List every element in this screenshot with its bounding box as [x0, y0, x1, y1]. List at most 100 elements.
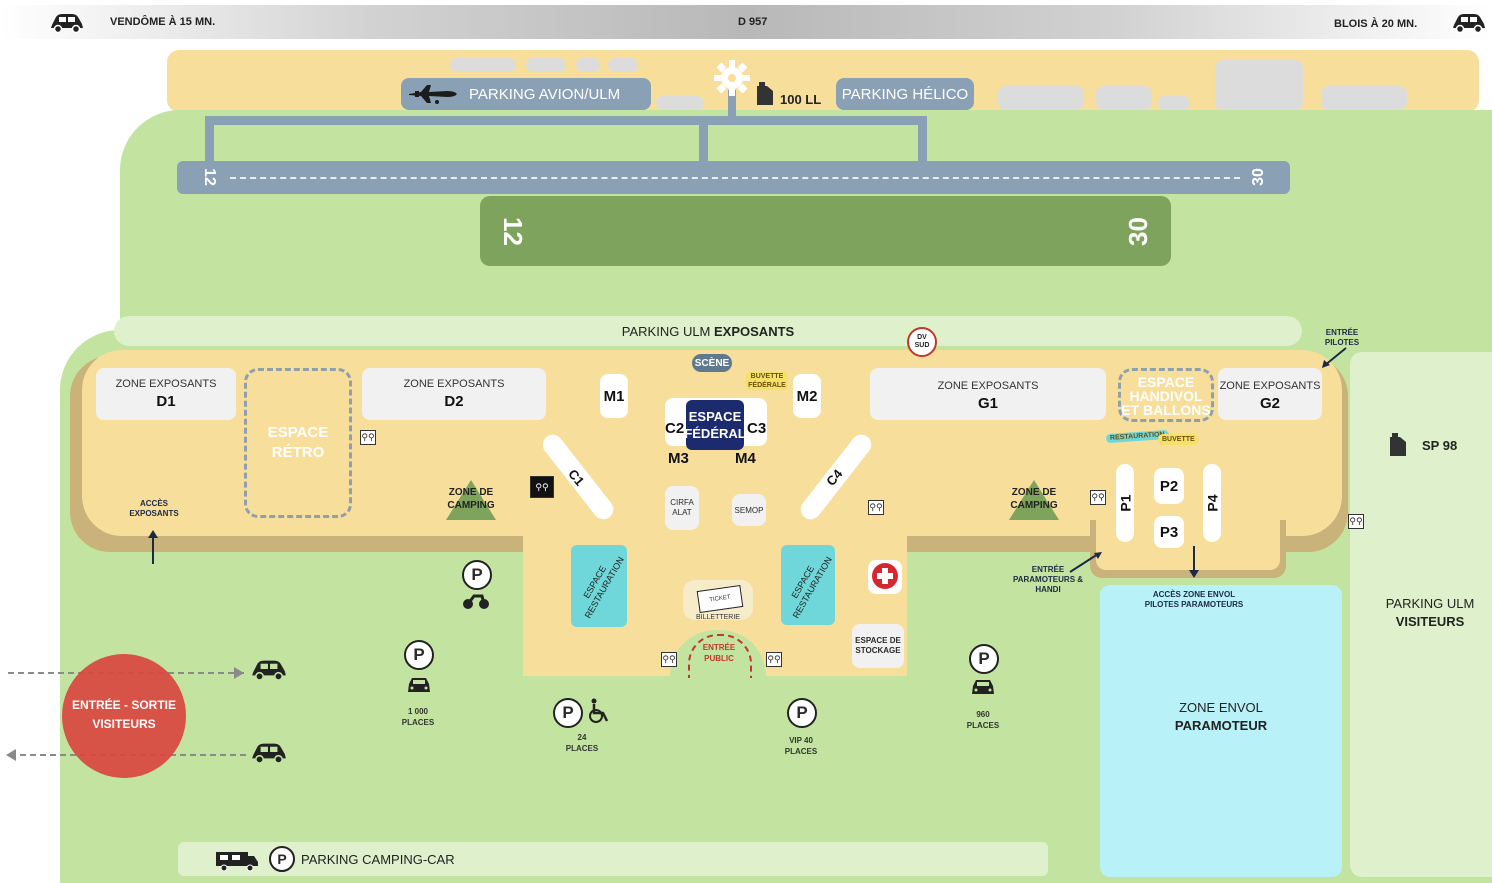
- entree-pilotes: ENTRÉE PILOTES: [1324, 328, 1360, 347]
- entrance-arch-outline: [688, 634, 752, 678]
- tent-icon: [446, 480, 496, 520]
- road-d957-bar: [0, 5, 1492, 39]
- zone-g2-code: G2: [1259, 395, 1280, 412]
- hangar: [656, 96, 704, 110]
- parking-moto-sign: P: [462, 560, 492, 590]
- toilets-icon: ⚲⚲: [360, 430, 376, 445]
- parking-ulm-visiteurs-label: PARKING ULM: [1385, 596, 1475, 611]
- p1-label: P1: [1117, 494, 1134, 512]
- p2-label: P2: [1159, 477, 1179, 495]
- entree-public-label: ENTRÉE PUBLIC: [702, 643, 736, 663]
- stand-p4: [1203, 464, 1221, 542]
- parking-vip-sign: P: [787, 698, 817, 728]
- c2-label: C2: [665, 420, 685, 437]
- parking-helico: PARKING HÉLICO: [836, 78, 974, 110]
- places-960-unit: PLACES: [966, 721, 1000, 730]
- blois-distance: BLOIS À 20 MN.: [1334, 18, 1418, 30]
- zone-g1-label: ZONE EXPOSANTS: [937, 380, 1039, 392]
- espace-retro: ESPACE RÉTRO: [244, 368, 352, 518]
- espace-stockage: ESPACE DE STOCKAGE: [852, 624, 904, 668]
- arrow-icon: [1322, 347, 1347, 368]
- acces-exposants: ACCÈS EXPOSANTS: [129, 499, 179, 518]
- runway-threshold-30: 30: [1249, 168, 1267, 186]
- places-1000-count: 1 000: [407, 707, 429, 716]
- fuel-can-icon: [1390, 433, 1406, 456]
- zone-exposants-d2: ZONE EXPOSANTS D2: [362, 368, 546, 420]
- stand-semop: SEMOP: [732, 494, 766, 526]
- hangar: [1158, 96, 1190, 110]
- taxiway: [205, 116, 214, 166]
- toilets-icon: ⚲⚲: [1348, 514, 1364, 529]
- fuel-can-icon: [757, 82, 773, 105]
- places-960-count: 960: [976, 710, 990, 719]
- parking-ulm-visiteurs: [1350, 352, 1492, 877]
- hangar: [1096, 86, 1152, 110]
- vendome-distance: VENDÔME À 15 MN.: [110, 16, 216, 28]
- arrow-left-icon: [6, 749, 16, 761]
- vip-count: VIP 40: [789, 736, 813, 745]
- parking-camping-car: [178, 842, 1048, 876]
- hangar: [1321, 86, 1407, 110]
- car-icon: [1453, 14, 1485, 33]
- zone-g2-label: ZONE EXPOSANTS: [1219, 380, 1321, 392]
- entree-paramoteurs: ENTRÉE PARAMOTEURS & HANDI: [1012, 565, 1084, 594]
- hangar: [608, 58, 638, 72]
- zone-camping-right: ZONE DE CAMPING: [1010, 487, 1058, 511]
- espace-federal: ESPACE FÉDÉRAL: [684, 400, 746, 450]
- m1-label: M1: [603, 387, 625, 405]
- arrow-icon: [1069, 552, 1102, 573]
- first-aid-icon: [872, 563, 898, 589]
- zone-d1-label: ZONE EXPOSANTS: [115, 378, 217, 390]
- toilets-icon: ⚲⚲: [868, 500, 884, 515]
- arrow-down-icon: [1189, 546, 1199, 578]
- dv-sud-badge: DV SUD: [907, 327, 937, 357]
- hangar: [526, 58, 566, 72]
- motorcycle-icon: [463, 594, 489, 609]
- stand-p1: [1116, 464, 1134, 542]
- zone-d2-label: ZONE EXPOSANTS: [403, 378, 505, 390]
- grass-runway-12: 12: [497, 217, 528, 246]
- zone-camping-left: ZONE DE CAMPING: [447, 487, 495, 511]
- tent-icon: [1009, 480, 1059, 520]
- car-icon: [51, 14, 83, 33]
- stand-cirfa: CIRFA ALAT: [665, 486, 699, 530]
- camper-van-icon: [216, 852, 258, 872]
- m2-label: M2: [796, 387, 818, 405]
- hangar: [450, 58, 516, 72]
- parking-camping-car-sign: P: [269, 846, 295, 872]
- places-24-unit: PLACES: [565, 744, 599, 753]
- paramoteur-label: PARAMOTEUR: [1174, 718, 1268, 733]
- hangar: [576, 58, 600, 72]
- parking-ulm-visiteurs-bold: VISITEURS: [1395, 614, 1465, 629]
- espace-handivol: ESPACE HANDIVOL ET BALLONS: [1118, 368, 1214, 422]
- hangar: [998, 86, 1084, 110]
- stand-p3: P3: [1154, 516, 1184, 548]
- car-front-icon: [972, 680, 994, 694]
- zone-d2-code: D2: [444, 393, 464, 410]
- taxiway: [918, 116, 927, 166]
- road-name: D 957: [738, 16, 768, 28]
- toilets-icon: ⚲⚲: [530, 476, 554, 498]
- toilets-icon: ⚲⚲: [1090, 490, 1106, 505]
- zone-d1-code: D1: [156, 393, 176, 410]
- parking-1000-sign: P: [404, 640, 434, 670]
- grass-runway-30: 30: [1122, 217, 1153, 246]
- zone-exposants-d1: ZONE EXPOSANTS D1: [96, 368, 236, 420]
- gear-icon: [714, 60, 750, 96]
- p3-label: P3: [1159, 523, 1179, 541]
- car-icon: [252, 660, 286, 681]
- parking-helico-label: PARKING HÉLICO: [841, 85, 969, 103]
- places-1000-unit: PLACES: [401, 718, 435, 727]
- parking-ulm-label: PARKING ULM: [621, 323, 711, 339]
- taxiway: [205, 116, 927, 125]
- buvette-small: BUVETTE: [1158, 434, 1199, 445]
- car-front-icon: [408, 678, 430, 692]
- wheelchair-icon: [589, 698, 609, 723]
- places-24-count: 24: [577, 733, 587, 742]
- parking-ulm-exposants-bold: EXPOSANTS: [714, 323, 795, 339]
- parking-960-sign: P: [969, 644, 999, 674]
- m3-label: M3: [668, 450, 689, 467]
- toilets-icon: ⚲⚲: [766, 652, 782, 667]
- entree-sortie-circle: [62, 654, 186, 778]
